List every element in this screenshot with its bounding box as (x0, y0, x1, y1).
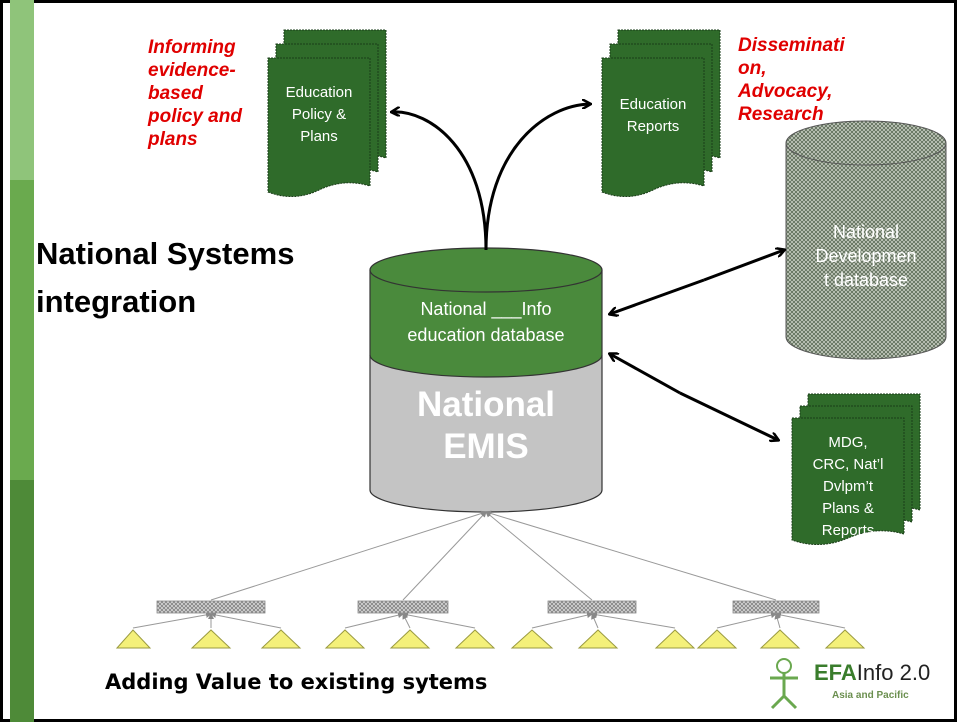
side-accent-bar (10, 0, 34, 722)
feeder-systems-tree (132, 510, 846, 629)
feeder-node (732, 600, 820, 614)
school-triangle (190, 629, 232, 649)
arrow-emis-mdg-b (679, 391, 778, 440)
policy-document-label: Education Policy & Plans (285, 84, 353, 145)
school-triangles (115, 629, 866, 649)
feeder-node (156, 600, 266, 614)
arrow-to-policy (392, 112, 488, 251)
school-triangle (654, 629, 696, 649)
efa-info-logo: EFAInfo 2.0 Asia and Pacific (762, 654, 942, 710)
arrow-emis-dev-db-a (610, 278, 705, 314)
slide-title: National Systems integration (36, 230, 294, 326)
arrow-to-reports (484, 104, 590, 251)
development-database-cylinder (785, 120, 947, 360)
school-triangle (696, 629, 738, 649)
reports-document-stack (601, 29, 721, 197)
title-line-1: National Systems (36, 236, 295, 271)
school-triangle (389, 629, 431, 649)
central-emis-cylinder (369, 247, 603, 513)
school-triangle (577, 629, 619, 649)
education-database-label: National ___Info education database (407, 299, 565, 345)
feeder-nodes (156, 600, 820, 614)
efa-logo-figure (770, 658, 798, 710)
school-triangle (454, 629, 496, 649)
arrow-emis-dev-db-b (703, 250, 784, 282)
school-triangle (510, 629, 554, 649)
emis-label: National EMIS (416, 385, 556, 466)
title-line-2: integration (36, 284, 197, 319)
policy-document-stack (267, 29, 387, 197)
school-triangle (260, 629, 302, 649)
school-triangle (115, 629, 152, 649)
footer-caption: Adding Value to existing sytems (105, 670, 488, 694)
dissemination-purpose-note: Disseminati on, Advocacy, Research (738, 35, 845, 125)
policy-purpose-note: Informing evidence- based policy and pla… (148, 37, 242, 150)
development-database-label: National Developmen t database (815, 222, 917, 290)
school-triangle (759, 629, 801, 649)
school-triangle (324, 629, 366, 649)
feeder-node (547, 600, 637, 614)
logo-subtitle: Asia and Pacific (832, 690, 909, 701)
feeder-node (357, 600, 449, 614)
mdg-document-stack (791, 393, 921, 545)
logo-wordmark: EFAInfo 2.0 (814, 660, 931, 685)
reports-document-label: Education Reports (619, 96, 687, 135)
arrow-emis-mdg-a (610, 354, 681, 395)
school-triangle (824, 629, 866, 649)
mdg-document-label: MDG, CRC, Nat’l Dvlpm’t Plans & Reports (812, 434, 884, 539)
